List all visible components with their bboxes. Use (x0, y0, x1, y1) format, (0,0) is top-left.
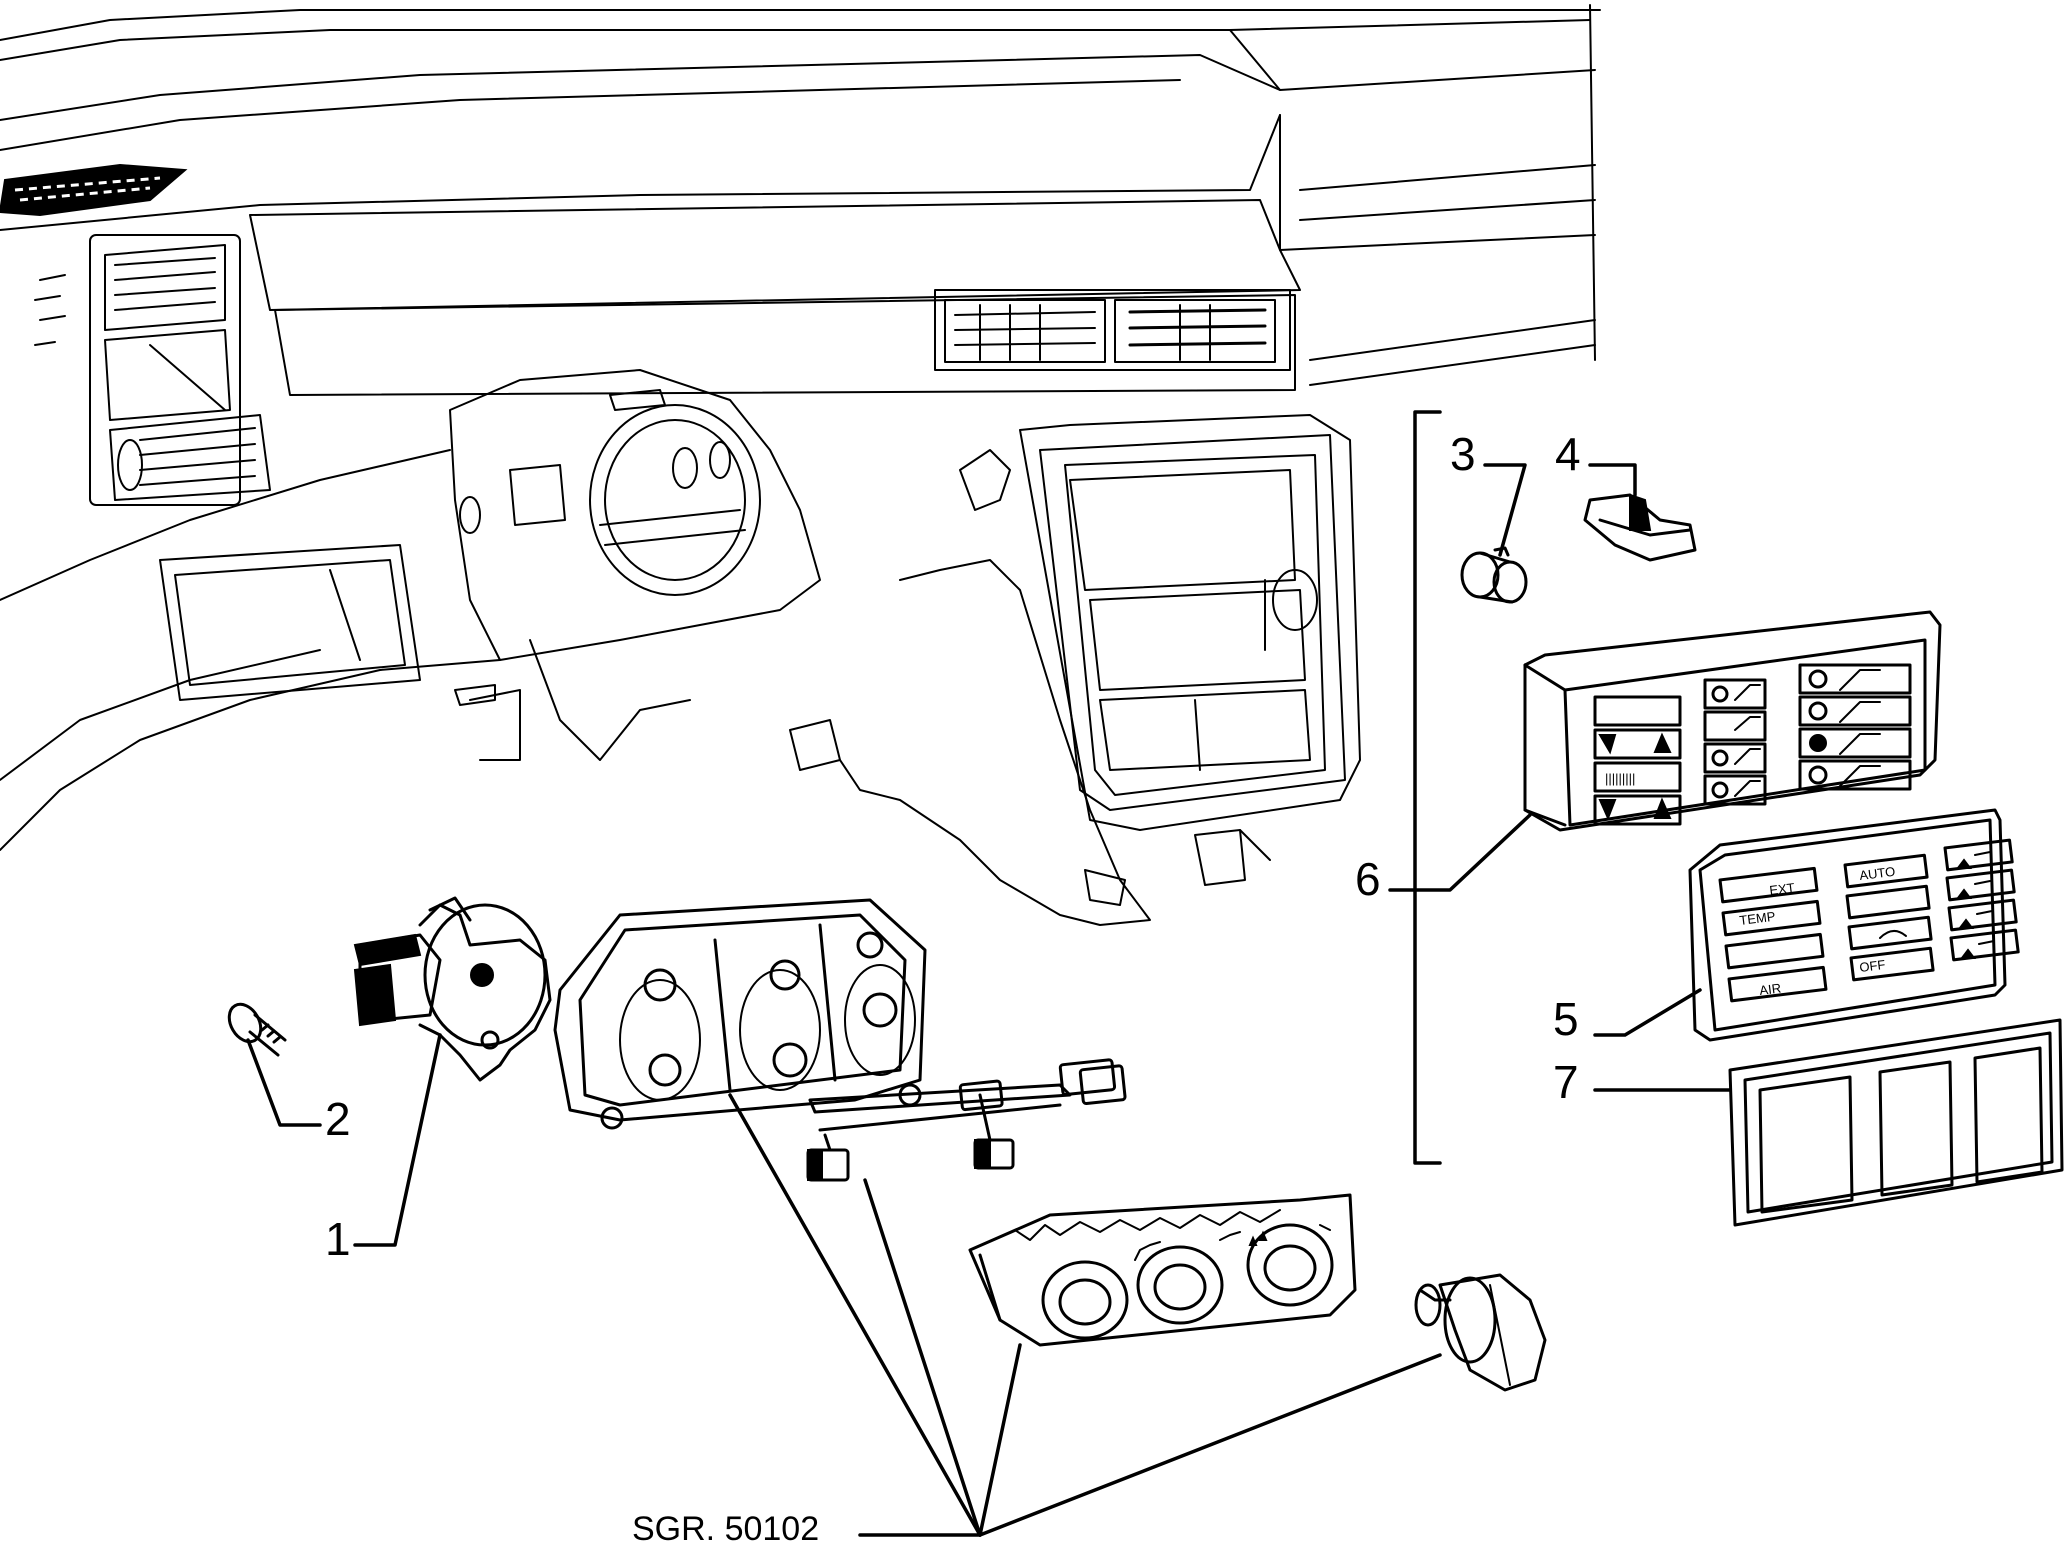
callout-7: 7 (1553, 1056, 1579, 1108)
control-unit-rear-housing (553, 898, 927, 1130)
part-2-screw (227, 1002, 287, 1057)
wiring-harness (806, 1058, 1127, 1182)
callout-5: 5 (1553, 993, 1579, 1045)
drawing-reference-code: SGR. 50102 (632, 1510, 819, 1547)
dashboard-outline (0, 4, 1601, 926)
key-ext-label: EXT (1769, 880, 1796, 898)
part-5-button-faceplate: EXT TEMP AIR AUTO OFF (1688, 808, 2020, 1042)
part-6-switch-module: ||||||||| (1523, 610, 1942, 832)
part-1-actuator-motor (353, 896, 552, 1082)
front-control-panel (968, 1193, 1357, 1347)
callout-6: 6 (1355, 853, 1381, 905)
key-off-label: OFF (1859, 957, 1887, 975)
part-7-frame-plate (1728, 1018, 2064, 1227)
callout-numbers: 1 2 3 4 5 6 7 (325, 428, 1581, 1265)
part-3-bulb (1460, 546, 1528, 604)
control-knob (1414, 1273, 1547, 1392)
key-air-label: AIR (1759, 980, 1782, 998)
callout-1: 1 (325, 1213, 351, 1265)
svg-text:|||||||||: ||||||||| (1605, 771, 1635, 786)
key-temp-label: TEMP (1739, 909, 1777, 928)
part-4-clip (1583, 493, 1697, 562)
callout-3: 3 (1450, 428, 1476, 480)
key-auto-label: AUTO (1859, 864, 1896, 883)
callout-4: 4 (1555, 428, 1581, 480)
leader-lines (246, 410, 1732, 1537)
callout-2: 2 (325, 1093, 351, 1145)
